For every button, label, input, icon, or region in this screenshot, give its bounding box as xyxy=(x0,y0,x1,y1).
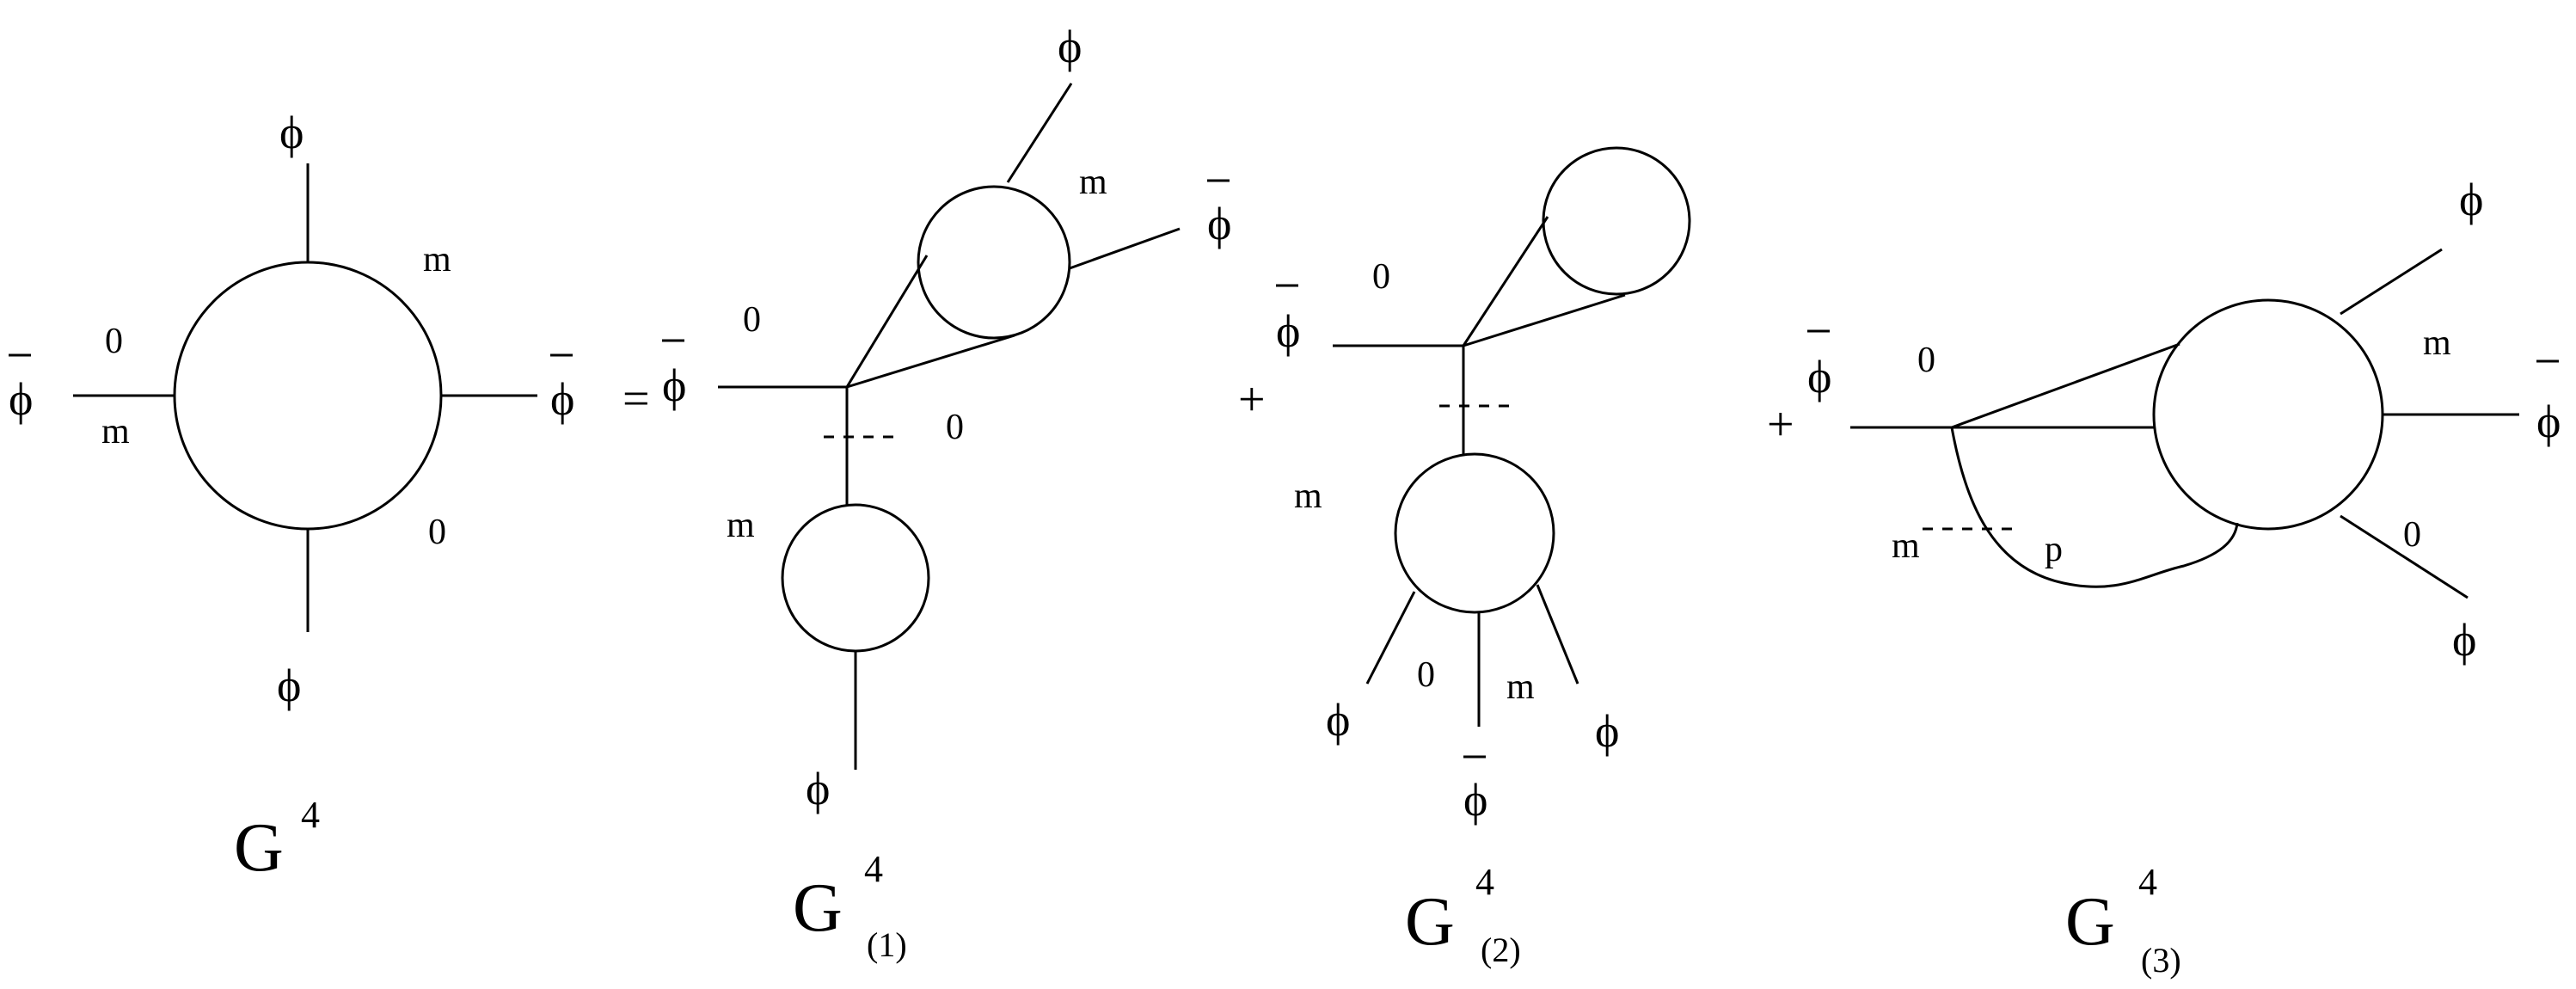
g42-title-sup: 4 xyxy=(1475,861,1494,903)
g41-label-m-upper: m xyxy=(1079,163,1107,202)
g41-title-base: G xyxy=(793,870,843,946)
g42-loop-upper xyxy=(1462,216,1549,347)
g43-phi-upper: ϕ xyxy=(2459,174,2483,225)
g42-leg-left xyxy=(1365,591,1416,685)
equals-sign: = xyxy=(623,372,650,426)
g4-label-m-top: m xyxy=(423,240,451,280)
g43-leg-lower xyxy=(2340,514,2469,599)
g41-label-0-right: 0 xyxy=(946,408,964,447)
g43-phibar-left: ϕ xyxy=(1807,351,1831,402)
diagram-g4-3: + ϕ ϕ ϕ ϕ 0 m p m 0 G 4 (3) xyxy=(1767,174,2561,980)
g4-title-base: G xyxy=(234,810,284,886)
g4-phi-bottom: ϕ xyxy=(277,660,301,711)
g41-label-m-left: m xyxy=(727,506,755,545)
g43-blob xyxy=(2152,298,2384,531)
g42-loop-lower xyxy=(1463,293,1626,347)
g42-phibar-left: ϕ xyxy=(1276,305,1300,357)
g41-title: G 4 (1) xyxy=(793,848,907,964)
g42-label-0-bottom: 0 xyxy=(1417,655,1435,695)
g42-phibar-bottom: ϕ xyxy=(1463,774,1487,826)
g43-title-sup: 4 xyxy=(2138,861,2157,903)
g4-phi-top: ϕ xyxy=(279,107,304,158)
g42-title-sub: (2) xyxy=(1481,931,1521,969)
g42-phi-left: ϕ xyxy=(1326,694,1350,746)
g43-title-sub: (3) xyxy=(2141,941,2181,980)
g41-label-0-left: 0 xyxy=(743,300,761,340)
g43-title-base: G xyxy=(2065,884,2115,960)
g43-label-m-left: m xyxy=(1892,526,1920,566)
g4-phibar-left: ϕ xyxy=(9,373,33,425)
g41-phi-bottom: ϕ xyxy=(806,763,830,814)
g4-phibar-right: ϕ xyxy=(550,373,574,425)
g43-title: G 4 (3) xyxy=(2065,861,2181,980)
g42-lower-blob xyxy=(1394,452,1555,614)
g43-phi-lower: ϕ xyxy=(2452,614,2476,666)
g4-title: G 4 xyxy=(234,794,320,886)
g4-label-m-left: m xyxy=(101,412,130,452)
g41-upper-leg-phi xyxy=(1006,83,1073,183)
g43-label-0-left: 0 xyxy=(1917,341,1935,380)
diagram-g4: ϕ ϕ ϕ ϕ m 0 m 0 G 4 xyxy=(9,107,574,886)
g41-phi-top: ϕ xyxy=(1058,21,1082,72)
g41-loop-upper xyxy=(845,255,929,388)
g42-phi-right: ϕ xyxy=(1595,705,1619,757)
g42-label-0-top: 0 xyxy=(1372,257,1390,297)
g42-leg-right xyxy=(1536,584,1579,685)
plus-sign-1: + xyxy=(1238,373,1266,427)
g42-title-base: G xyxy=(1405,884,1455,960)
g43-curved-prop xyxy=(1950,427,2239,588)
g4-label-0-bottom: 0 xyxy=(428,513,446,552)
g41-phibar-left: ϕ xyxy=(662,359,686,411)
g43-leg-upper xyxy=(2340,248,2443,316)
g41-title-sub: (1) xyxy=(867,925,907,964)
g42-label-m-bottom: m xyxy=(1506,667,1535,707)
g41-upper-blob xyxy=(917,185,1071,340)
g41-title-sup: 4 xyxy=(864,848,883,890)
g42-label-m-left: m xyxy=(1294,476,1322,516)
g42-upper-blob xyxy=(1542,146,1691,296)
g41-lower-blob xyxy=(781,503,930,653)
g43-phibar-right: ϕ xyxy=(2536,396,2561,447)
diagram-g4-2: + ϕ ϕ ϕ ϕ 0 m 0 m G 4 (2) xyxy=(1238,146,1691,969)
g41-loop-lower xyxy=(846,334,1015,389)
g43-label-p: p xyxy=(2045,530,2063,569)
g4-title-sup: 4 xyxy=(301,794,320,836)
g41-phibar-right: ϕ xyxy=(1207,198,1231,249)
diagram-g4-1: = ϕ ϕ ϕ ϕ m 0 0 m G 4 (1) xyxy=(623,21,1231,964)
g43-label-m-right: m xyxy=(2423,323,2451,363)
plus-sign-2: + xyxy=(1767,398,1794,452)
g43-label-0-right: 0 xyxy=(2403,515,2421,555)
g4-blob xyxy=(173,261,443,531)
g41-upper-leg-phibar xyxy=(1069,227,1181,270)
g4-label-0-left: 0 xyxy=(105,322,123,361)
g42-title: G 4 (2) xyxy=(1405,861,1521,969)
g43-upper-prop xyxy=(1951,342,2180,429)
